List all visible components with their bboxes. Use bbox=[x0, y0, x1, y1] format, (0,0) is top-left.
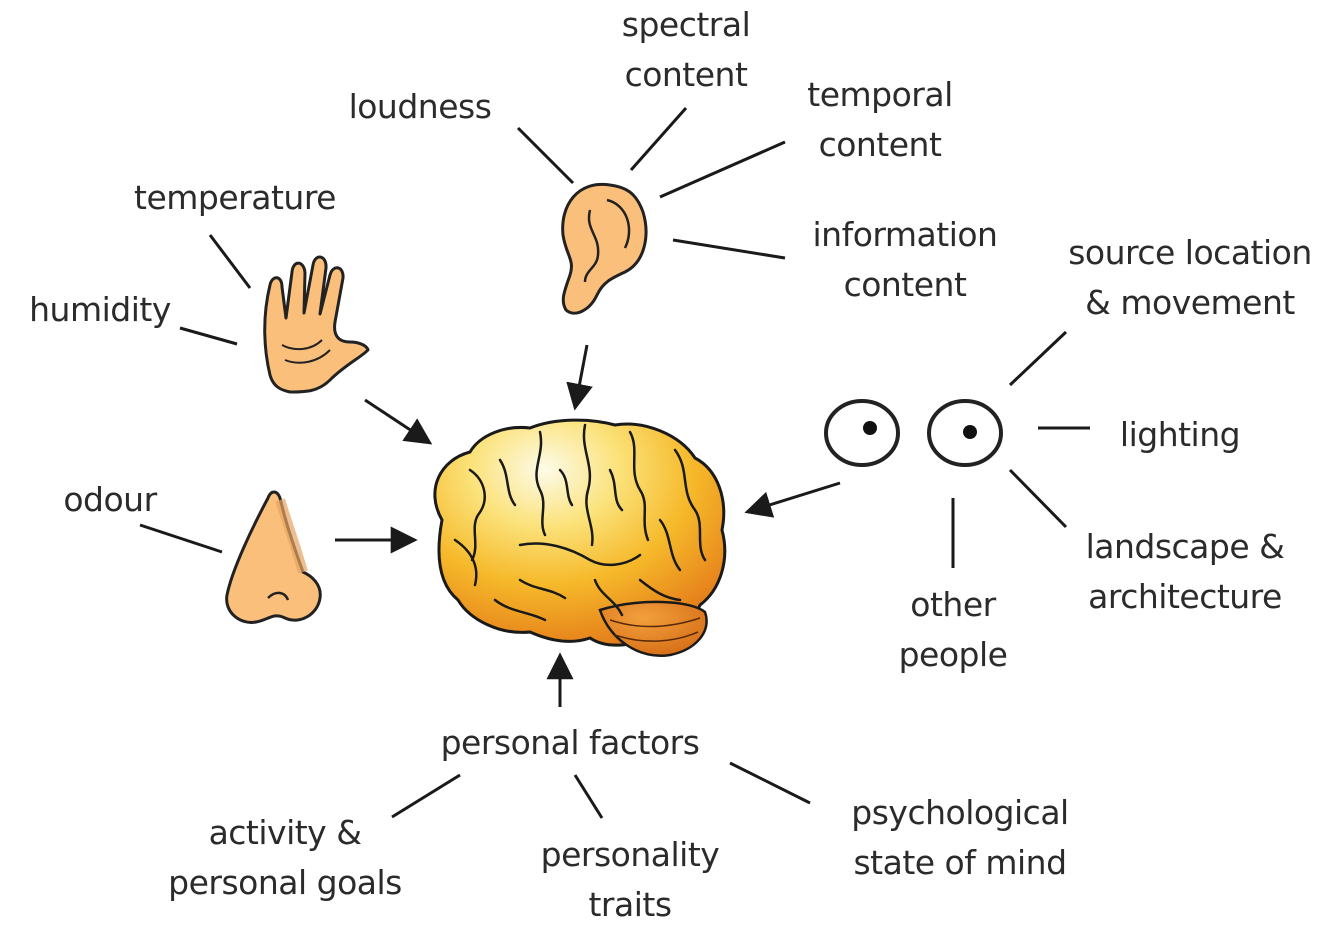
label-temperature: temperature bbox=[134, 178, 336, 217]
label-humidity: humidity bbox=[29, 290, 171, 329]
nose-icon bbox=[225, 490, 322, 624]
line-humidity bbox=[179, 326, 238, 346]
label-landscape-architecture: landscape &architecture bbox=[1085, 527, 1285, 616]
line-personality bbox=[573, 774, 604, 819]
label-loudness: loudness bbox=[348, 87, 492, 126]
hand-icon bbox=[263, 255, 370, 394]
brain-icon bbox=[433, 418, 727, 658]
arrow-ear bbox=[566, 344, 593, 411]
line-temperature bbox=[208, 234, 252, 289]
line-loudness bbox=[516, 126, 575, 185]
ear-icon bbox=[561, 182, 648, 315]
line-source-location bbox=[1008, 330, 1068, 387]
arrow-eyes bbox=[744, 481, 841, 518]
line-landscape bbox=[1008, 468, 1068, 529]
arrow-hand bbox=[364, 398, 433, 445]
line-psychological bbox=[729, 761, 811, 805]
label-lighting: lighting bbox=[1119, 415, 1241, 454]
line-odour bbox=[139, 523, 223, 554]
label-source-location: source location& movement bbox=[1068, 233, 1312, 322]
line-activity bbox=[391, 773, 461, 819]
eyes-icon bbox=[824, 399, 1003, 467]
label-activity-goals: activity &personal goals bbox=[168, 813, 402, 902]
line-information bbox=[672, 238, 786, 260]
label-odour: odour bbox=[63, 480, 157, 519]
line-spectral bbox=[629, 107, 688, 171]
line-temporal bbox=[659, 140, 786, 199]
label-personal-factors: personal factors bbox=[440, 723, 700, 762]
